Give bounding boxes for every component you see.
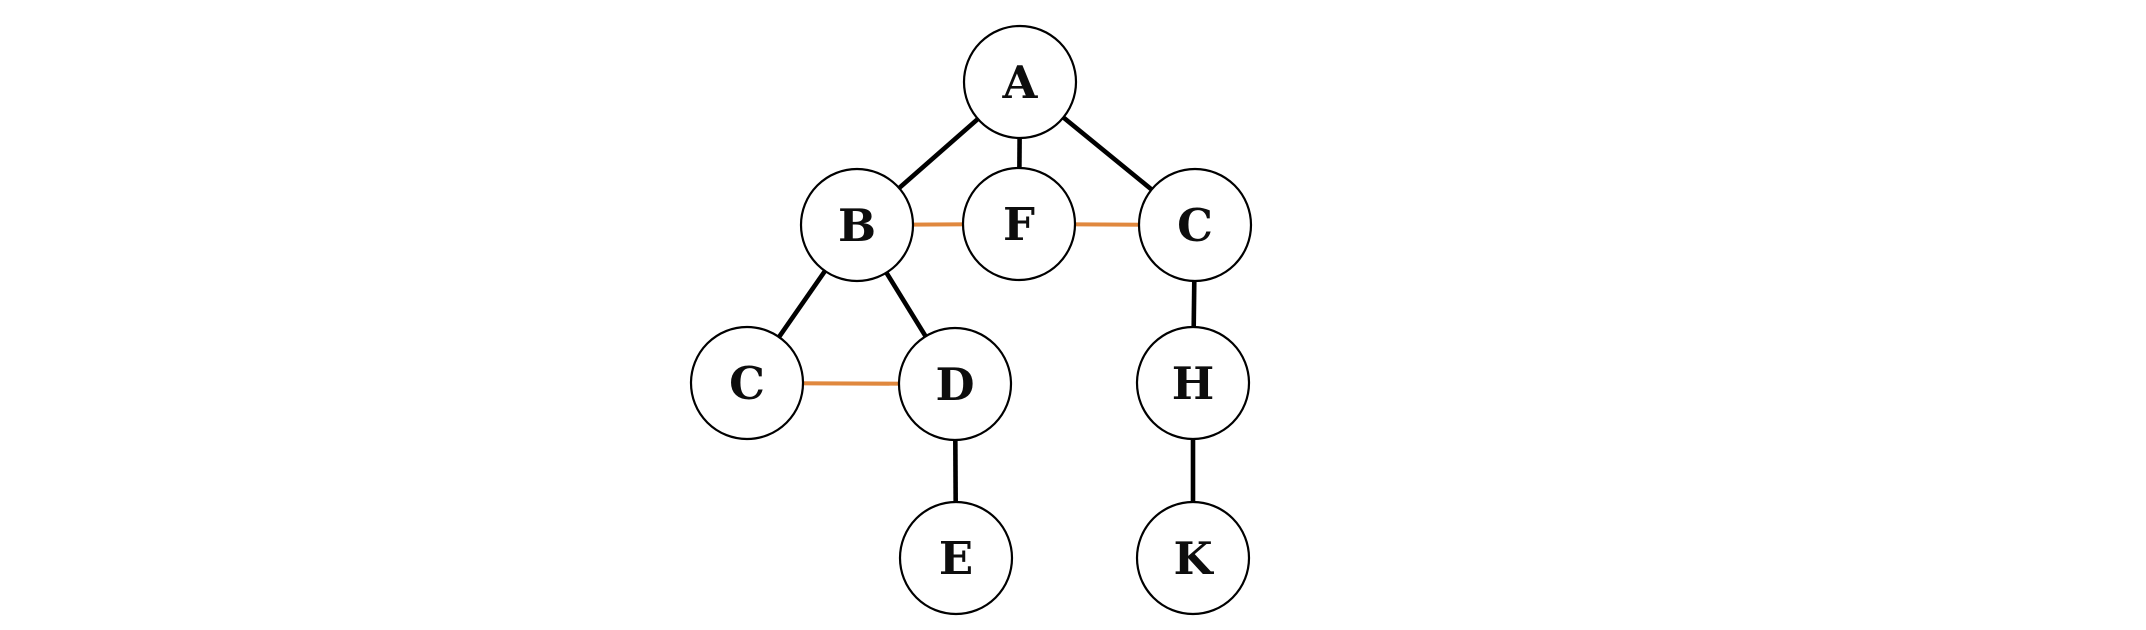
node-H: H (1135, 325, 1251, 441)
node-label-H: H (1172, 357, 1215, 410)
node-circle-K (1135, 500, 1251, 616)
node-circle-H (1135, 325, 1251, 441)
edges-layer (745, 80, 1198, 559)
node-circle-A (962, 24, 1078, 140)
node-A: A (962, 24, 1078, 140)
node-label-F: F (1003, 198, 1035, 251)
node-label-C2: C (729, 357, 765, 410)
node-circle-D (897, 326, 1013, 442)
node-K: K (1135, 500, 1251, 616)
node-E: E (898, 500, 1014, 616)
nodes-layer: A B F C C D H E K (689, 24, 1253, 616)
node-C1: C (1137, 167, 1253, 283)
node-B: B (799, 167, 915, 283)
node-label-K: K (1173, 532, 1214, 585)
node-label-E: E (939, 532, 973, 585)
node-circle-F (961, 166, 1077, 282)
node-C2: C (689, 325, 805, 441)
node-circle-E (898, 500, 1014, 616)
node-label-D: D (935, 358, 974, 411)
node-circle-C1 (1137, 167, 1253, 283)
node-F: F (961, 166, 1077, 282)
node-label-B: B (838, 199, 876, 252)
node-circle-C2 (689, 325, 805, 441)
node-label-A: A (1002, 56, 1039, 109)
node-circle-B (799, 167, 915, 283)
node-D: D (897, 326, 1013, 442)
node-label-C1: C (1177, 199, 1213, 252)
